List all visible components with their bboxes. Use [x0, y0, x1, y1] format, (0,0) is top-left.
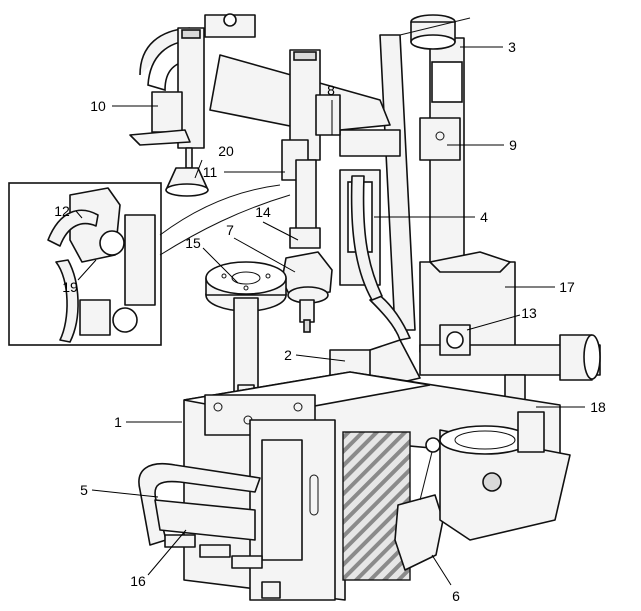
callout-10: 10	[90, 98, 106, 114]
pressing-cone	[165, 167, 209, 197]
callout-labels: 1 2 3 4 5 6 7 8 9 10 11 12 13 14 15 16 1…	[54, 39, 606, 604]
tool-column	[281, 49, 341, 249]
callout-3: 3	[508, 39, 516, 55]
callout-20: 20	[218, 143, 234, 159]
callout-2: 2	[284, 347, 292, 363]
callout-5: 5	[80, 482, 88, 498]
callout-13: 13	[521, 305, 537, 321]
callout-19: 19	[62, 279, 78, 295]
callout-11: 11	[203, 164, 218, 180]
callout-6: 6	[452, 588, 460, 604]
detail-inset	[8, 182, 291, 346]
leader-lines	[75, 46, 585, 586]
helper-cylinder	[129, 27, 205, 169]
callout-1: 1	[114, 414, 122, 430]
pedals	[138, 463, 281, 599]
callout-4: 4	[480, 209, 488, 225]
callout-17: 17	[559, 279, 575, 295]
callout-7: 7	[226, 222, 234, 238]
side-arm	[419, 251, 601, 416]
callout-9: 9	[509, 137, 517, 153]
callout-8: 8	[327, 82, 335, 98]
tilt-lever	[394, 437, 444, 571]
callout-15: 15	[185, 235, 201, 251]
callout-18: 18	[590, 399, 606, 415]
callout-16: 16	[130, 573, 146, 589]
callout-14: 14	[255, 204, 271, 220]
tilting-post	[339, 34, 416, 331]
mounting-head	[281, 251, 333, 333]
base-plate	[439, 411, 571, 541]
callout-12: 12	[54, 203, 70, 219]
